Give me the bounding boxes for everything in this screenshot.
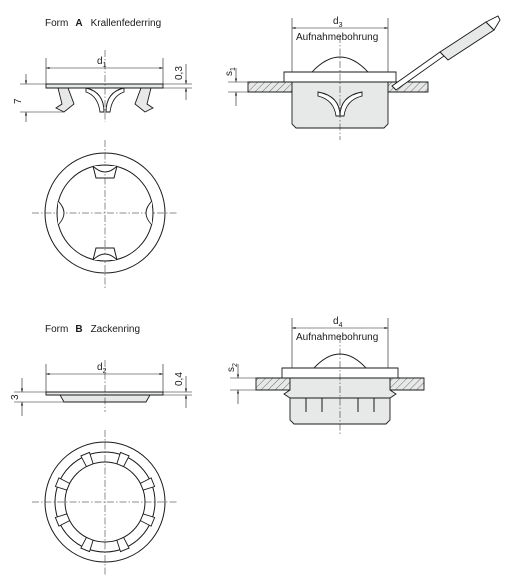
- dim-s2-label: s2: [226, 363, 239, 372]
- install-b-plate-right: [389, 377, 425, 391]
- form-a-flange: [45, 83, 164, 89]
- form-a-claw-left: [55, 87, 75, 113]
- form-a-claw-left-top: [57, 200, 65, 226]
- form-b-slot: [116, 451, 130, 468]
- dim-s1-label: s1: [224, 67, 237, 76]
- install-b-flange: [281, 367, 399, 379]
- form-a-tooth-top: [92, 165, 118, 179]
- form-a-inner-claw-left: [85, 87, 105, 113]
- dim-d2-label: d2: [97, 362, 107, 375]
- form-b-slot: [54, 477, 71, 491]
- dim-d1-label: d1: [97, 56, 107, 69]
- install-a-bore-label: Aufnahmebohrung: [296, 32, 378, 43]
- form-b-slot: [80, 536, 94, 553]
- form-b-slot: [139, 477, 156, 491]
- form-b-top-view: [32, 430, 178, 576]
- form-a-title: Form A Krallenfederring: [45, 13, 161, 30]
- form-a-inner-ring: [56, 164, 154, 262]
- form-b-slot: [139, 513, 156, 527]
- form-b-side-view: Form B Zackenring d2 3 0,4: [10, 319, 192, 416]
- form-a-top-view: [32, 140, 178, 288]
- form-b-slot: [80, 451, 94, 468]
- form-b-outer-ring: [44, 441, 166, 563]
- install-a-view: d3 Aufnahmebohrung s1: [224, 15, 501, 140]
- form-b-inner-ring: [64, 461, 146, 543]
- form-b-thickness-label: 0,4: [174, 372, 185, 386]
- install-b-view: d4 Aufnahmebohrung s2: [226, 316, 425, 436]
- form-b-height-label: 3: [10, 394, 21, 400]
- form-a-thickness-label: 0,3: [174, 66, 185, 80]
- install-a-claw-left: [317, 91, 341, 117]
- form-b-ring-edge: [54, 451, 156, 553]
- dim-d4-label: d4: [333, 316, 343, 329]
- install-a-plate-left: [247, 81, 293, 93]
- form-a-claw-right-top: [145, 200, 153, 226]
- form-a-inner-claw-right: [105, 87, 125, 113]
- form-a-claw-top: [92, 165, 118, 173]
- form-b-slot: [54, 513, 71, 527]
- form-a-height-label: 7: [13, 98, 24, 104]
- form-b-slot: [116, 536, 130, 553]
- form-a-claw-right: [134, 87, 154, 113]
- form-a-claw-bottom: [92, 253, 118, 261]
- form-a-outer-ring: [44, 152, 166, 274]
- form-b-teeth-ring: [54, 451, 156, 553]
- form-b-title: Form B Zackenring: [45, 319, 140, 336]
- form-a-side-view: Form A Krallenfederring d1 7 0,3: [13, 13, 192, 122]
- screwdriver-icon: [391, 15, 501, 91]
- install-b-plate-left: [255, 377, 291, 391]
- install-a-claw-right: [339, 91, 363, 117]
- dim-d3-label: d3: [333, 16, 343, 29]
- install-b-bore-label: Aufnahmebohrung: [296, 332, 378, 343]
- form-a-tooth-bottom: [92, 247, 118, 261]
